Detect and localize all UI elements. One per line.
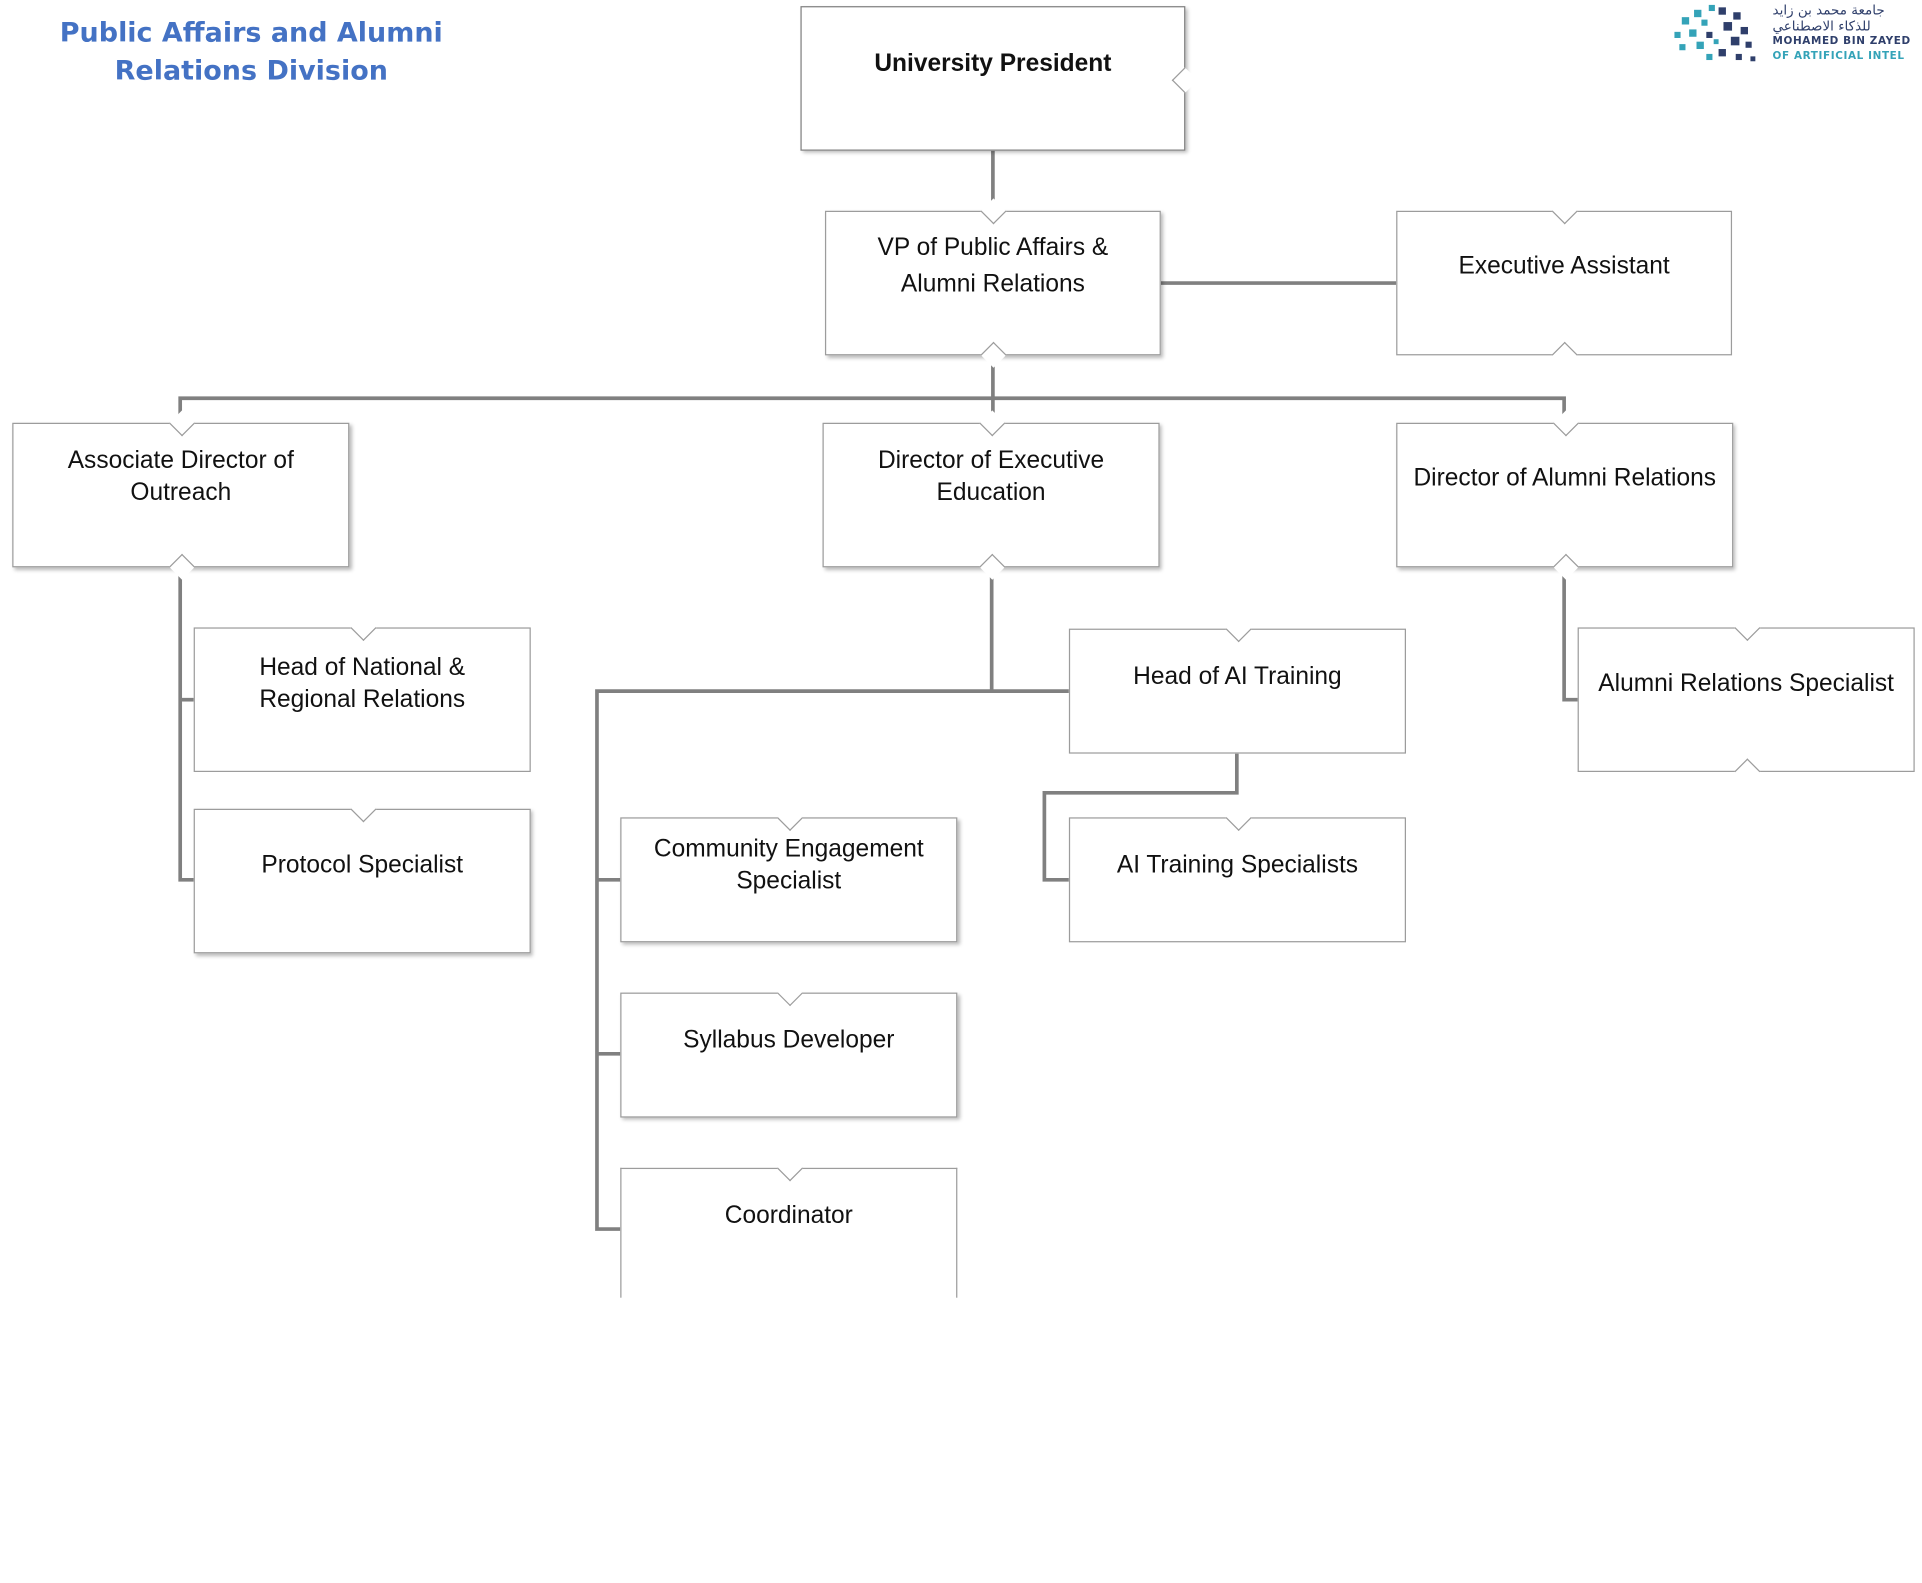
org-node-coordinator-label: Coordinator (724, 1202, 853, 1230)
org-node-head-ai-training-label: Head of AI Training (1133, 662, 1342, 690)
org-node-syllabus-developer-label: Syllabus Developer (683, 1026, 895, 1054)
org-node-protocol-specialist-label: Protocol Specialist (261, 851, 464, 879)
connector-director-bus (178, 396, 1566, 423)
division-title-line1: Public Affairs and Alumni (59, 18, 443, 50)
org-node-assoc-director-outreach-line2: Outreach (130, 479, 232, 507)
org-node-president-label: University President (874, 50, 1112, 78)
org-node-head-ai-training: Head of AI Training (1068, 616, 1406, 754)
org-node-alumni-relations-specialist: Alumni Relations Specialist (1577, 615, 1915, 785)
org-node-community-engagement-line2: Specialist (736, 867, 842, 895)
university-logo: جامعة محمد بن زايد للذكاء الاصطناعي MOHA… (1670, 0, 1922, 76)
org-node-protocol-specialist: Protocol Specialist (193, 796, 531, 954)
connector-outreach-reports (178, 567, 194, 882)
org-node-assoc-director-outreach-line1: Associate Director of (67, 447, 294, 475)
org-node-director-alumni-relations-label: Director of Alumni Relations (1413, 464, 1716, 492)
org-node-head-national-regional-line1: Head of National & (259, 654, 466, 682)
org-node-coordinator: Coordinator (620, 1155, 958, 1298)
connector-exec-education-reports (595, 689, 992, 1231)
org-node-executive-assistant: Executive Assistant (1396, 198, 1733, 368)
logo-arabic-text: جامعة محمد بن زايد للذكاء الاصطناعي (1772, 2, 1885, 35)
org-node-ai-training-specialists: AI Training Specialists (1068, 804, 1406, 943)
org-node-vp: VP of Public Affairs & Alumni Relations (824, 198, 1161, 368)
org-node-community-engagement-specialist: Community Engagement Specialist (620, 804, 958, 943)
connector-ai-training-specialists (1042, 753, 1239, 882)
org-node-vp-label-line2: Alumni Relations (900, 270, 1085, 298)
org-node-ai-training-specialists-label: AI Training Specialists (1116, 851, 1359, 879)
division-title-line2: Relations Division (114, 56, 388, 88)
division-title: Public Affairs and Alumni Relations Divi… (49, 15, 454, 91)
org-node-head-national-regional: Head of National & Regional Relations (193, 615, 531, 773)
org-node-director-alumni-relations: Director of Alumni Relations (1396, 410, 1734, 580)
connector-exec-education-stem (989, 567, 1069, 693)
org-node-assoc-director-outreach: Associate Director of Outreach (12, 410, 350, 580)
org-node-syllabus-developer: Syllabus Developer (620, 980, 958, 1118)
org-node-executive-assistant-label: Executive Assistant (1458, 252, 1670, 280)
org-node-director-exec-education: Director of Executive Education (822, 410, 1160, 580)
logo-latin-text: MOHAMED BIN ZAYED OF ARTIFICIAL INTEL (1772, 35, 1911, 63)
org-node-director-exec-education-line1: Director of Executive (877, 447, 1105, 475)
org-node-director-exec-education-line2: Education (936, 479, 1046, 507)
org-node-president: University President (800, 6, 1198, 151)
org-node-alumni-relations-specialist-label: Alumni Relations Specialist (1598, 670, 1894, 698)
university-logo-mark-icon (1674, 4, 1756, 62)
org-node-vp-label-line1: VP of Public Affairs & (877, 234, 1109, 262)
org-node-head-national-regional-line2: Regional Relations (259, 686, 466, 714)
connector-alumni-specialist (1562, 567, 1578, 702)
org-node-community-engagement-line1: Community Engagement (653, 835, 924, 863)
